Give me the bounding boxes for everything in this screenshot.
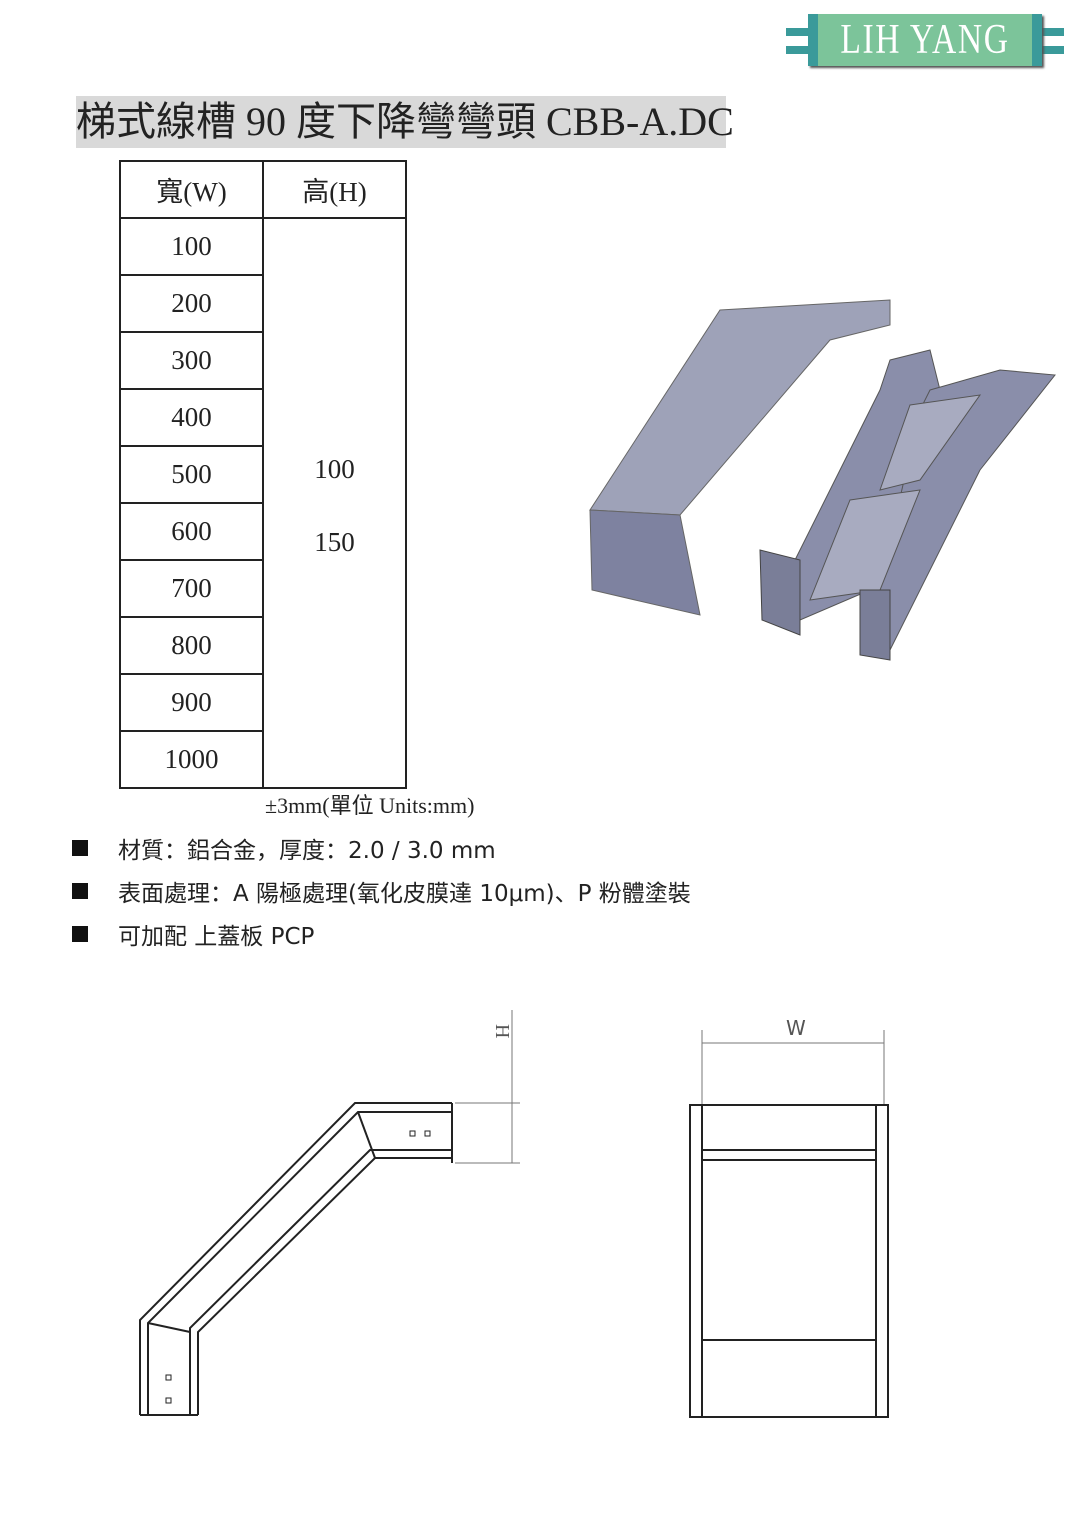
width-cell: 800 xyxy=(119,616,264,675)
spec-text: 表面處理：A 陽極處理(氧化皮膜達 10μm)、P 粉體塗裝 xyxy=(118,880,691,907)
height-cell: 100 150 xyxy=(262,217,407,789)
spec-item: 表面處理：A 陽極處理(氧化皮膜達 10μm)、P 粉體塗裝 xyxy=(72,869,691,912)
width-cell: 100 xyxy=(119,217,264,276)
product-3d-render xyxy=(589,299,1056,661)
width-dimension-label: W xyxy=(786,1016,806,1040)
spec-list: 材質：鋁合金，厚度：2.0 / 3.0 mm 表面處理：A 陽極處理(氧化皮膜達… xyxy=(72,826,691,955)
height-value: 100 xyxy=(314,454,355,484)
width-cell: 700 xyxy=(119,559,264,618)
page-title: 梯式線槽 90 度下降彎彎頭 CBB-A.DC xyxy=(76,96,734,148)
height-dimension-label: H xyxy=(491,1024,513,1038)
width-cell: 400 xyxy=(119,388,264,447)
spec-item: 材質：鋁合金，厚度：2.0 / 3.0 mm xyxy=(72,826,691,869)
size-table: 寬(W)高(H) 100 100 150 200 300 400 500 600… xyxy=(119,160,407,789)
bullet-square-icon xyxy=(72,839,88,856)
width-cell: 300 xyxy=(119,331,264,390)
spec-item: 可加配 上蓋板 PCP xyxy=(72,912,691,955)
lih-yang-logo: LIH YANG xyxy=(786,14,1064,68)
side-view-drawing: H xyxy=(139,1010,520,1416)
spec-text: 材質：鋁合金，厚度：2.0 / 3.0 mm xyxy=(118,837,496,864)
height-value: 150 xyxy=(314,527,355,557)
spec-text: 可加配 上蓋板 PCP xyxy=(118,923,315,950)
width-cell: 200 xyxy=(119,274,264,333)
bullet-square-icon xyxy=(72,882,88,899)
front-view-drawing: W xyxy=(689,1016,889,1418)
width-cell: 900 xyxy=(119,673,264,732)
width-cell: 500 xyxy=(119,445,264,504)
tolerance-note: ±3mm(單位 Units:mm) xyxy=(265,793,475,818)
bullet-square-icon xyxy=(72,925,88,942)
col-header-width: 寬(W) xyxy=(119,160,264,219)
width-cell: 1000 xyxy=(119,730,264,789)
col-header-height: 高(H) xyxy=(262,160,407,219)
width-cell: 600 xyxy=(119,502,264,561)
